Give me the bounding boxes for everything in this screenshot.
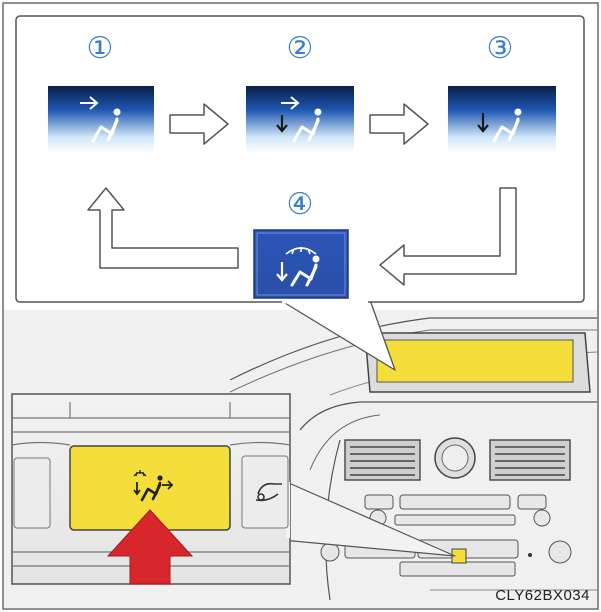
sequence-arrow-return-right [379,187,517,286]
sequence-arrow-right-1 [169,103,229,145]
step-number-4: ④ [287,187,314,222]
recirculation-icon [255,482,282,502]
face-vent-icon [48,86,154,154]
step-number-2: ② [287,31,314,66]
foot-vent-icon [448,86,556,154]
sequence-arrow-return-left [87,187,239,269]
sequence-arrow-right-2 [369,103,429,145]
bi-level-vent-icon [246,86,354,154]
press-arrow-icon [106,509,194,585]
mode-sequence-callout: ① ② ③ ④ [15,15,585,371]
step-number-1: ① [87,31,114,66]
foot-defrost-vent-icon [253,229,349,299]
figure-code: CLY62BX034 [495,587,590,604]
step-number-3: ③ [487,31,514,66]
button-closeup-inset [11,393,456,585]
display-screen-highlight [376,339,574,383]
airflow-mode-icon [133,470,174,502]
